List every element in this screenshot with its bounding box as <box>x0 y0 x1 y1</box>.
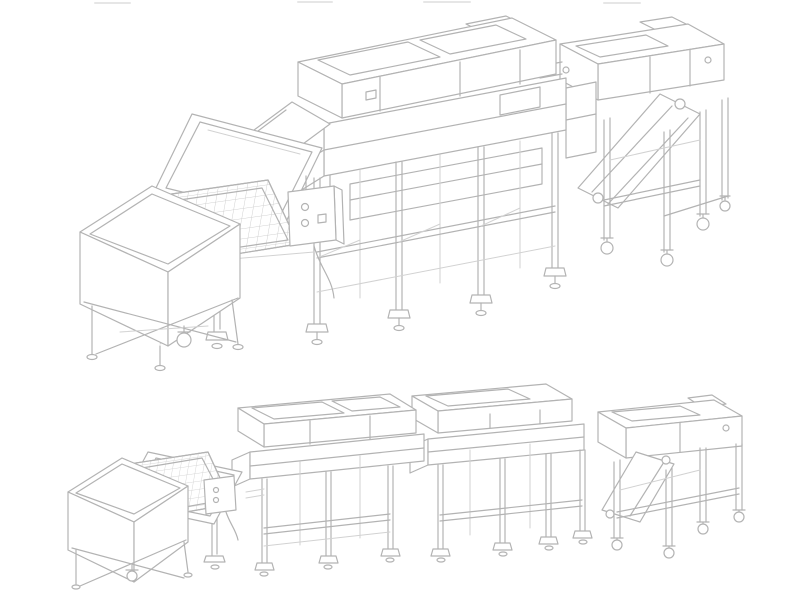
roller <box>674 98 686 110</box>
lid-end <box>297 61 343 119</box>
control-button <box>300 218 310 228</box>
connector-rails <box>245 488 265 499</box>
caster-wheels-lower <box>610 509 746 559</box>
outfeed-frame-upper <box>600 97 731 267</box>
processing-cabinet-upper <box>291 15 567 221</box>
infeed-hopper-lower <box>67 457 189 583</box>
roller <box>562 66 570 74</box>
incline-conveyor-upper <box>577 93 701 209</box>
lid-panel <box>419 24 527 55</box>
roller <box>605 509 615 519</box>
leveling-feet-module-2 <box>430 530 593 563</box>
roller <box>661 455 671 465</box>
side-panel <box>565 81 597 159</box>
caster-wheels-upper <box>600 195 731 267</box>
lid-panel <box>317 41 441 76</box>
control-button <box>212 496 220 504</box>
hopper-stand-upper <box>83 297 244 372</box>
infeed-assembly-upper <box>79 101 331 372</box>
roller <box>592 192 604 204</box>
leveling-feet-module-1 <box>254 548 401 577</box>
figure-lower <box>67 383 746 590</box>
hopper-stand-lower <box>71 539 193 590</box>
outfeed-head-unit-lower <box>597 394 746 559</box>
figure-upper <box>79 15 731 372</box>
leveling-feet-upper <box>305 267 567 346</box>
wheel <box>176 332 192 348</box>
lid-panel <box>331 396 401 412</box>
processing-module-1 <box>231 393 425 577</box>
power-cable <box>313 245 335 299</box>
body-panel <box>499 86 541 116</box>
wheel <box>126 570 138 582</box>
control-button <box>300 202 310 212</box>
processing-module-2 <box>409 383 593 563</box>
scan-artifacts <box>94 1 641 4</box>
infeed-assembly-lower <box>67 451 243 590</box>
outfeed-frame-lower <box>610 443 746 559</box>
incline-conveyor-lower <box>601 451 675 523</box>
control-box-upper <box>287 175 345 299</box>
support-frame-upper <box>305 132 567 346</box>
infeed-hopper-upper <box>79 185 241 347</box>
lid-panel <box>251 401 345 420</box>
knob <box>704 56 712 64</box>
power-cable <box>225 511 239 541</box>
knob <box>722 424 730 432</box>
outfeed-head-unit-upper <box>539 16 725 159</box>
lid-panel <box>425 388 531 407</box>
control-button <box>212 486 220 494</box>
control-box-lower <box>203 475 239 541</box>
latch <box>365 89 377 101</box>
